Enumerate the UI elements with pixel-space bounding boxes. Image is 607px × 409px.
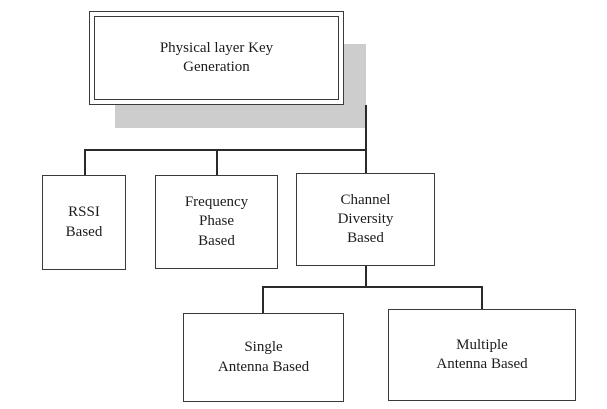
edge-bus-to-channel [365, 149, 367, 174]
node-channel-diversity-based[interactable]: Channel Diversity Based [296, 173, 435, 266]
node-label-root: Physical layer Key Generation [159, 39, 274, 75]
node-physical-layer-key-generation[interactable]: Physical layer Key Generation [89, 11, 344, 105]
node-label-single: Single Antenna Based [217, 339, 310, 375]
edge-bus-to-rssi [84, 149, 86, 176]
node-label-multiple: Multiple Antenna Based [436, 336, 528, 372]
edge-level2-bus [84, 149, 367, 151]
node-frequency-phase-based[interactable]: Frequency Phase Based [155, 175, 278, 269]
edge-channel-stem [365, 265, 367, 288]
edge-bus-to-single [262, 286, 264, 314]
node-label-frequency: Frequency Phase Based [184, 194, 249, 249]
edge-bus-to-multiple [481, 286, 483, 310]
node-multiple-antenna-based[interactable]: Multiple Antenna Based [388, 309, 576, 401]
edge-root-stem [365, 105, 367, 151]
node-rssi-based[interactable]: RSSI Based [42, 175, 126, 270]
root-inner-frame: Physical layer Key Generation [94, 16, 339, 100]
node-label-rssi: RSSI Based [65, 204, 103, 240]
edge-level3-bus [262, 286, 483, 288]
node-single-antenna-based[interactable]: Single Antenna Based [183, 313, 344, 402]
node-label-channel: Channel Diversity Based [337, 191, 394, 247]
edge-bus-to-frequency [216, 149, 218, 176]
